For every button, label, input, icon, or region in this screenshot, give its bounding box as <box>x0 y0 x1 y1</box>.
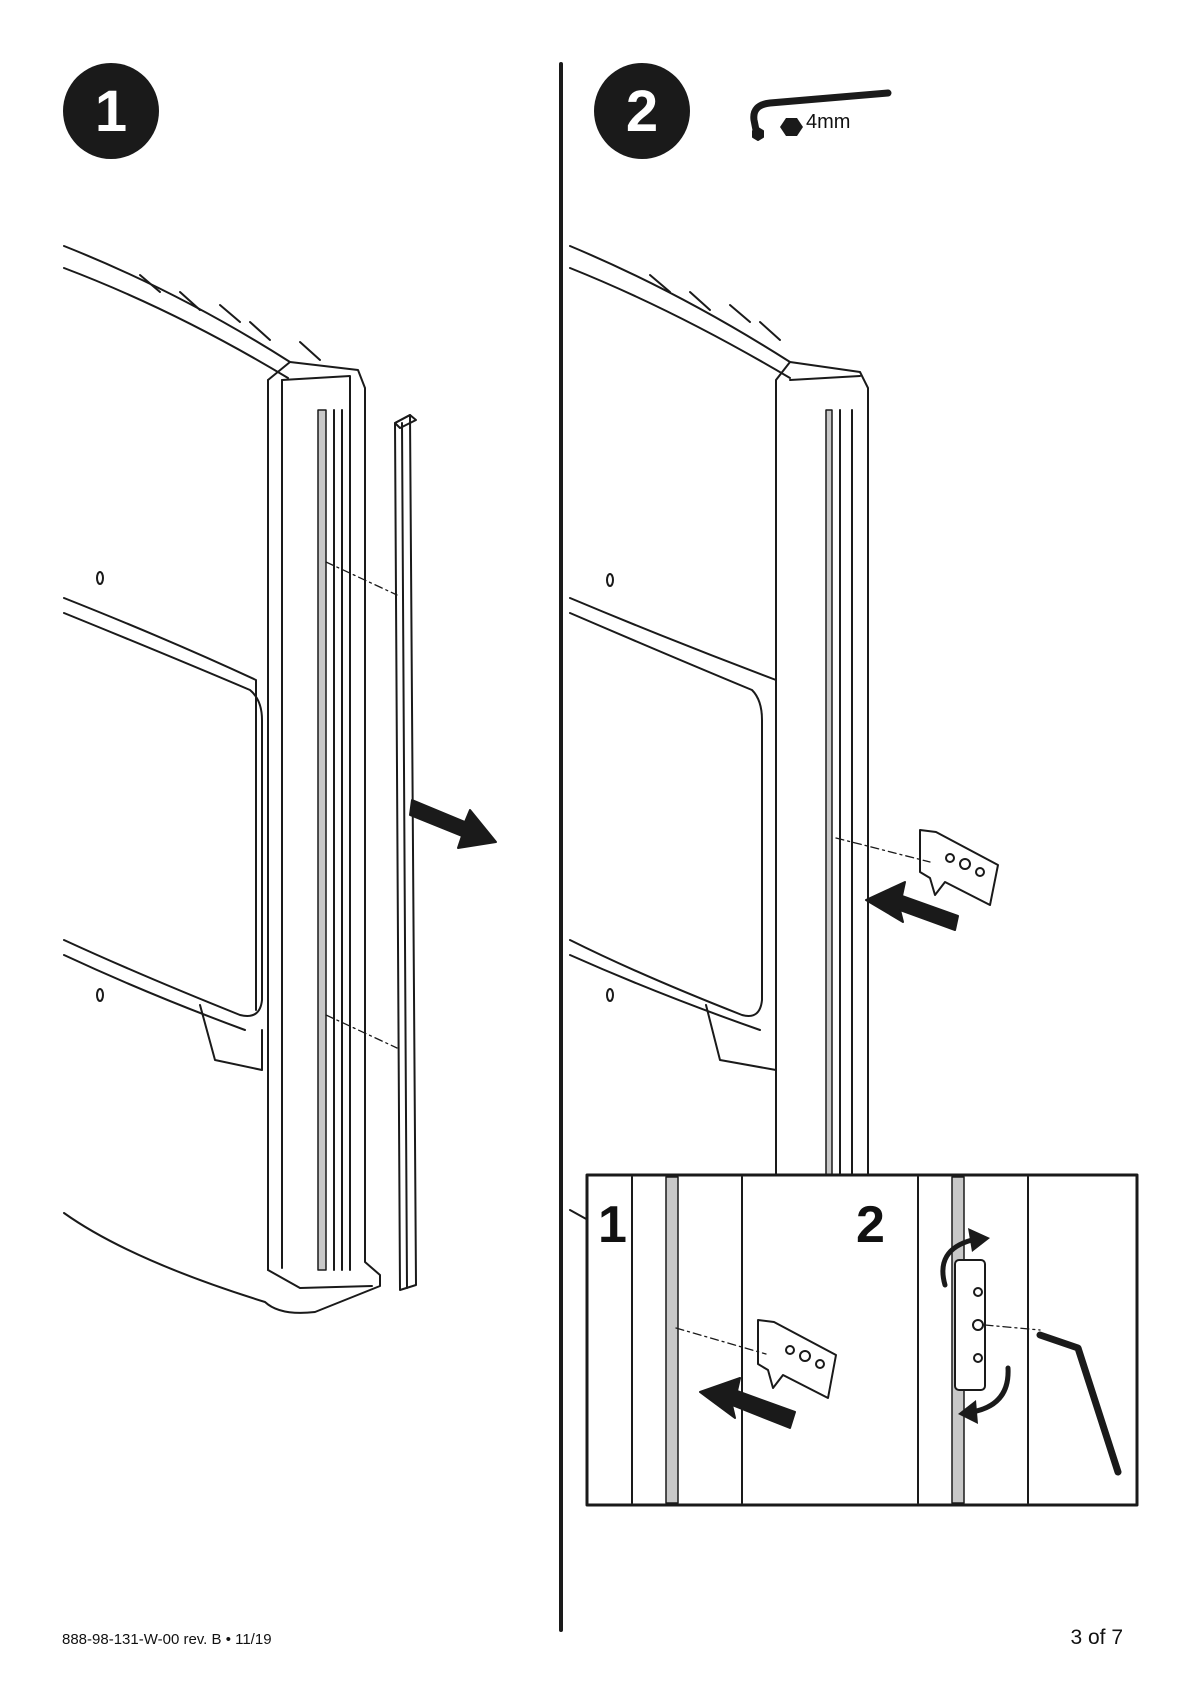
side-trim-strip <box>394 414 417 1291</box>
inset-insert-arrow <box>699 1377 796 1429</box>
inset-substep-2: 2 <box>856 1196 885 1254</box>
step-2-number: 2 <box>625 78 659 144</box>
remove-arrow <box>409 799 497 849</box>
inset-substep-1: 1 <box>598 1196 627 1254</box>
tool-hex-key <box>750 89 892 141</box>
insert-arrow <box>865 881 959 931</box>
tool-size-label: 4mm <box>806 111 851 133</box>
tv-panel-step1 <box>63 245 381 1314</box>
rotate-arrow-bottom <box>969 1365 1011 1415</box>
tv-panel-step2 <box>569 245 869 1181</box>
inset-hex-key <box>1036 1331 1122 1476</box>
hex-size-icon <box>780 118 803 136</box>
step-2-badge: 2 <box>594 63 690 159</box>
step-1-badge: 1 <box>63 63 159 159</box>
inset-bracket-2 <box>954 1259 986 1391</box>
page-number: 3 of 7 <box>1070 1626 1123 1649</box>
inset-bracket-1 <box>757 1319 837 1399</box>
document-id: 888-98-131-W-00 rev. B • 11/19 <box>62 1631 272 1648</box>
step-1-number: 1 <box>94 78 128 144</box>
rotate-arrow-top <box>940 1237 975 1288</box>
wall-bracket-clip <box>919 829 999 906</box>
